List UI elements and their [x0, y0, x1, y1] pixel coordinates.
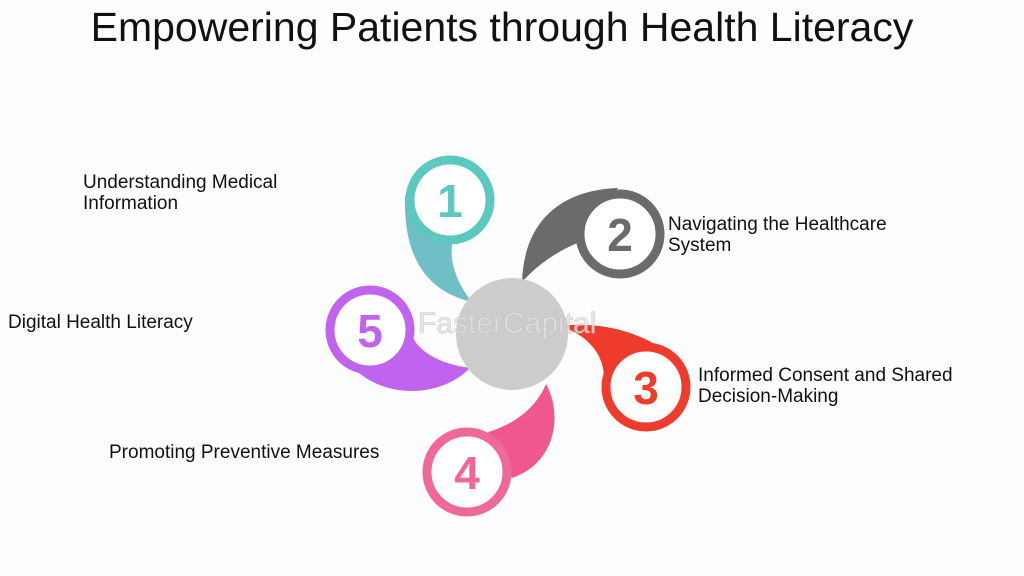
- label-1-line-2: Information: [83, 193, 179, 214]
- label-3-line-1: Informed Consent and Shared: [698, 365, 953, 386]
- petal-2: 2: [575, 189, 665, 279]
- label-3: Informed Consent and Shared Decision-Mak…: [698, 365, 953, 407]
- petal-3: 3: [601, 342, 691, 432]
- label-2-line-1: Navigating the Healthcare: [668, 214, 887, 235]
- petal-4: 4: [422, 427, 512, 517]
- petal-5: 5: [325, 285, 415, 375]
- petal-1: 1: [405, 155, 495, 245]
- watermark: FasterCapital: [418, 307, 596, 340]
- label-5: Digital Health Literacy: [8, 312, 193, 333]
- label-1: Understanding Medical Information: [83, 172, 277, 214]
- center-circle: [456, 278, 568, 390]
- number-2: 2: [607, 209, 633, 261]
- label-5-line-1: Digital Health Literacy: [8, 312, 193, 333]
- page-title: Empowering Patients through Health Liter…: [90, 4, 914, 50]
- label-2-line-2: System: [668, 235, 732, 256]
- label-3-line-2: Decision-Making: [698, 386, 839, 407]
- number-3: 3: [633, 362, 659, 414]
- petal-tail-5: [358, 338, 470, 392]
- label-2: Navigating the Healthcare System: [668, 214, 887, 256]
- label-4-line-1: Promoting Preventive Measures: [109, 442, 380, 463]
- number-4: 4: [454, 447, 480, 499]
- label-1-line-1: Understanding Medical: [83, 172, 278, 193]
- number-5: 5: [357, 305, 383, 357]
- label-4: Promoting Preventive Measures: [109, 442, 379, 463]
- number-1: 1: [437, 175, 463, 227]
